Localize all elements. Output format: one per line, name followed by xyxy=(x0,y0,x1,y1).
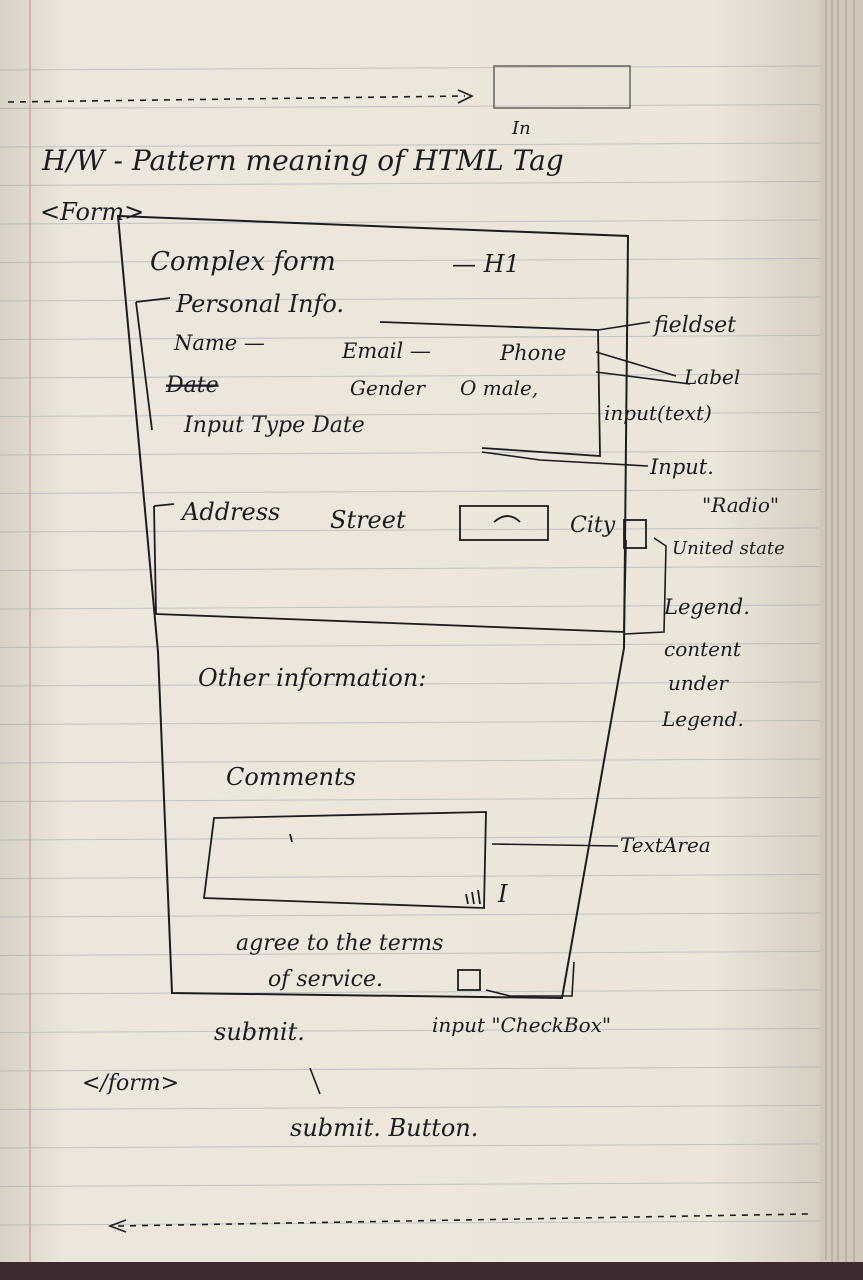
bottom-arrow-sketch xyxy=(107,1213,809,1233)
other-information-label: Other information: xyxy=(198,664,426,692)
terms-line-2: of service. xyxy=(268,967,383,992)
annotation-united-state: United state xyxy=(672,538,785,559)
ruled-line xyxy=(0,1066,821,1072)
ruled-line xyxy=(0,181,821,186)
ruled-line xyxy=(0,1105,821,1110)
desk-edge xyxy=(0,1262,863,1280)
textarea-sketch xyxy=(202,811,487,909)
annotation-legend: Legend. xyxy=(663,595,750,619)
submit-text: submit. xyxy=(214,1018,305,1046)
ruled-line xyxy=(0,1220,821,1226)
personal-info-legend: Personal Info. xyxy=(175,290,344,318)
ruled-line xyxy=(0,258,821,263)
gender-option: O male, xyxy=(460,376,538,400)
heading-insert: In xyxy=(511,118,531,139)
personal-info-fieldset xyxy=(135,297,601,457)
annotation-content-2: under xyxy=(668,671,729,695)
ruled-line xyxy=(0,989,821,995)
annotation-connectors xyxy=(309,321,691,1095)
ruled-line xyxy=(0,527,821,533)
sketch-title-note: — H1 xyxy=(452,250,520,278)
comments-label: Comments xyxy=(226,763,356,791)
ruled-line xyxy=(0,373,821,379)
ruled-line xyxy=(0,1028,821,1033)
street-label: Street xyxy=(330,506,406,534)
phone-label: Phone xyxy=(499,341,566,365)
ruled-line xyxy=(0,335,821,340)
ruled-line xyxy=(0,720,821,725)
email-label: Email — xyxy=(341,339,431,363)
gender-label: Gender xyxy=(350,376,426,400)
address-fieldset xyxy=(153,503,647,633)
ruled-line xyxy=(0,835,821,841)
annotation-submit-button: submit. Button. xyxy=(290,1114,478,1142)
notebook-page xyxy=(0,0,840,1270)
city-label: City xyxy=(570,513,616,538)
annotation-input-radio-2: "Radio" xyxy=(702,493,779,517)
ruled-line xyxy=(0,1143,821,1149)
ruled-line xyxy=(0,104,821,109)
ruled-line xyxy=(0,951,821,956)
annotation-content-1: content xyxy=(664,637,742,661)
annotation-checkbox: input "CheckBox" xyxy=(432,1013,611,1037)
annotation-input-radio-1: Input. xyxy=(649,455,714,479)
ruled-line xyxy=(0,797,821,802)
heading-text: H/W - Pattern meaning of HTML Tag xyxy=(41,144,564,177)
ruled-line xyxy=(0,65,821,71)
ruled-line xyxy=(0,643,821,648)
ruled-line xyxy=(0,874,821,879)
ruled-line xyxy=(0,296,821,302)
date-label: Date xyxy=(165,373,219,398)
annotation-label: Label xyxy=(683,365,740,389)
ruled-line xyxy=(0,912,821,918)
sketch-title: Complex form xyxy=(150,247,336,277)
annotation-input-text: input(text) xyxy=(604,401,712,425)
ruled-line xyxy=(0,142,821,148)
ruled-line xyxy=(0,681,821,687)
terms-checkbox-sketch xyxy=(457,969,481,991)
date-input-text: Input Type Date xyxy=(183,413,365,438)
form-sketch-box xyxy=(116,214,630,1000)
annotation-fieldset: fieldset xyxy=(652,313,736,338)
ruled-line xyxy=(0,604,821,610)
form-close-tag: </form> xyxy=(82,1071,179,1096)
textarea-cursor: I xyxy=(497,880,508,908)
ruled-line xyxy=(0,450,821,456)
top-arrow-sketch xyxy=(7,65,631,109)
ruled-line xyxy=(0,219,821,225)
annotation-content-3: Legend. xyxy=(661,707,744,731)
ruled-line xyxy=(0,1182,821,1187)
page-stack-edge xyxy=(820,0,863,1280)
ruled-line xyxy=(0,489,821,494)
ruled-lines xyxy=(0,65,821,1226)
name-label: Name — xyxy=(173,331,265,355)
ruled-line xyxy=(0,566,821,571)
terms-line-1: agree to the terms xyxy=(236,931,443,956)
address-legend: Address xyxy=(180,498,280,526)
form-open-tag: <Form> xyxy=(40,198,144,226)
ruled-line xyxy=(0,758,821,764)
annotation-textarea: TextArea xyxy=(620,833,711,857)
